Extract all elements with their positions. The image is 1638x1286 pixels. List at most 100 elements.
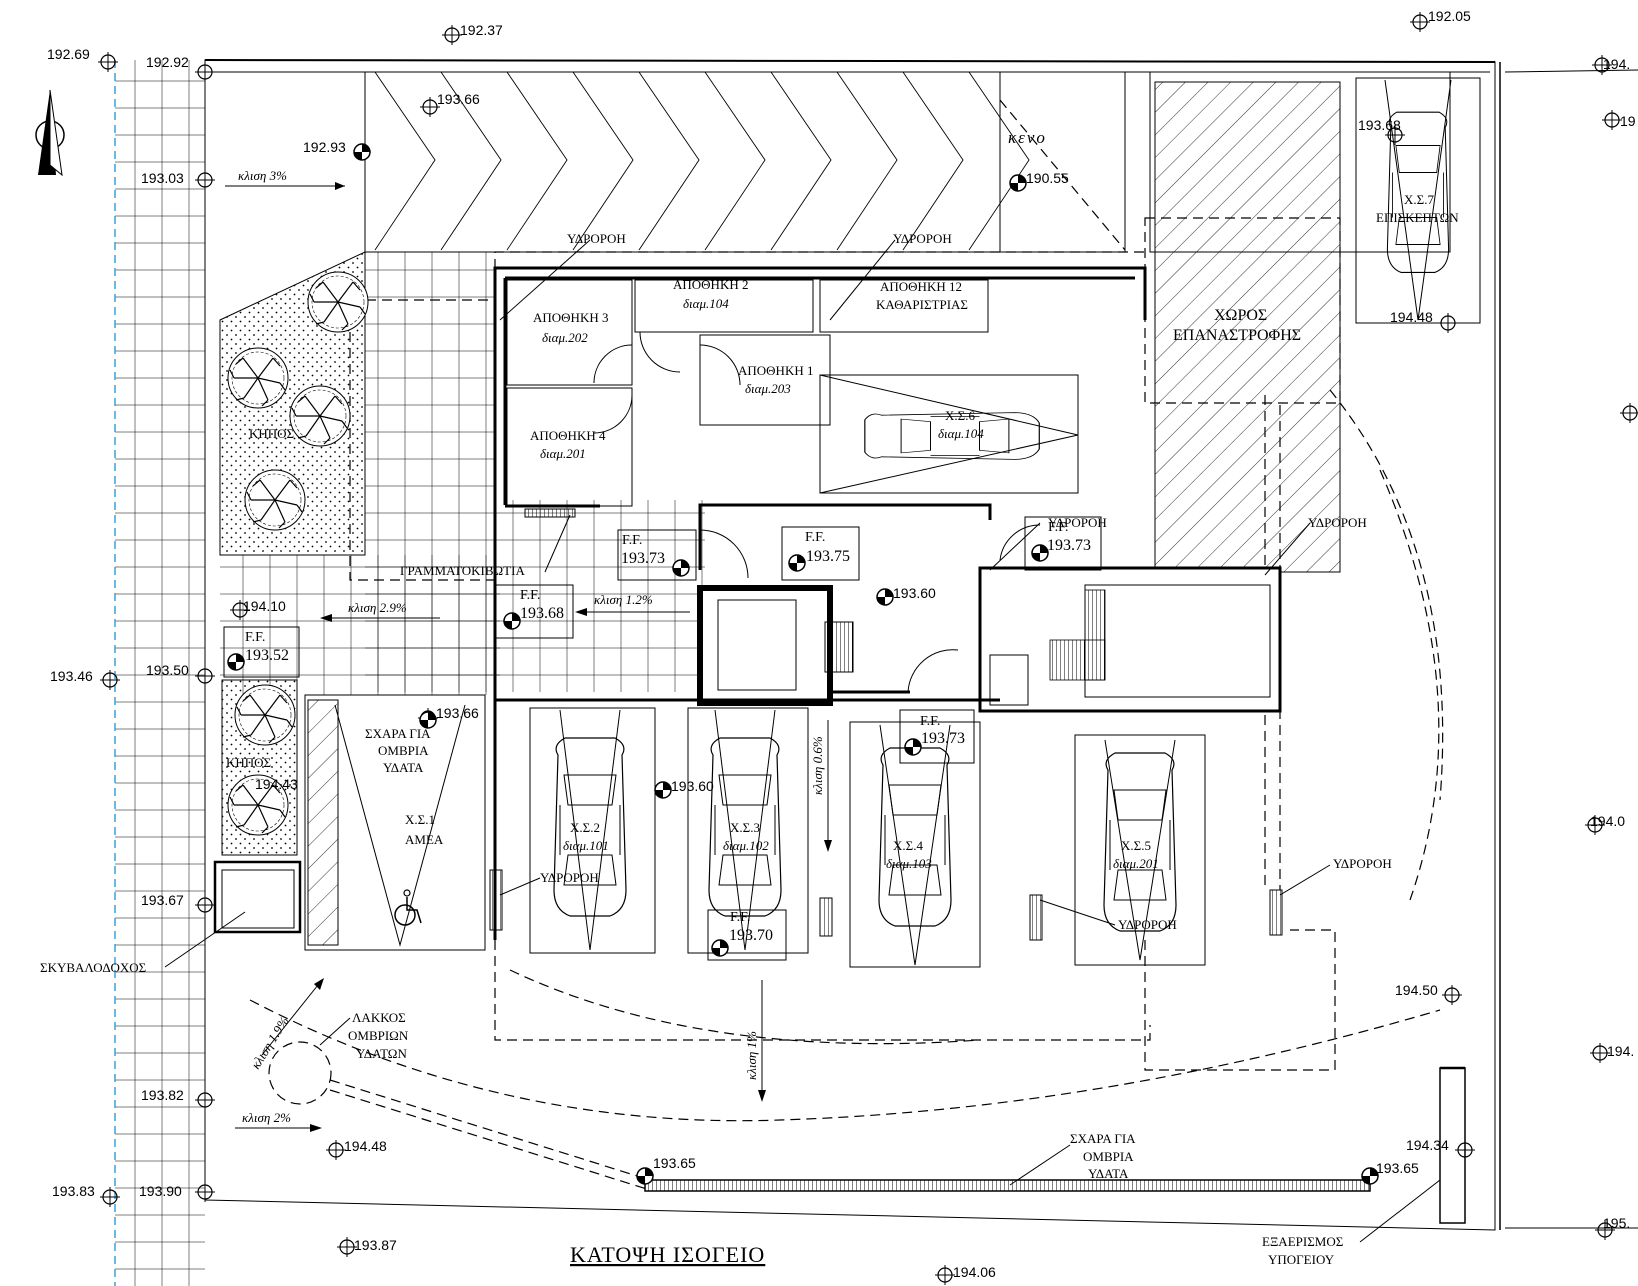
room-turning-sub: ΕΠΑΝΑΣΤΡΟΦΗΣ	[1173, 327, 1301, 344]
ff-value: 193.73	[921, 730, 965, 747]
level-label: 194.50	[1395, 982, 1438, 998]
ff-label: F.F.	[245, 630, 265, 645]
level-label: 193.90	[139, 1183, 182, 1199]
ff-label: F.F.	[920, 714, 940, 729]
room-ps4-sub: διαμ.103	[886, 856, 932, 871]
room-storage3: ΑΠΟΘΗΚΗ 3	[533, 310, 608, 325]
note-mailbox: ΓΡΑΜΜΑΤΟΚΙΒΩΤΙΑ	[400, 563, 525, 578]
level-label: 193.87	[354, 1237, 397, 1253]
room-ps1: Χ.Σ.1	[405, 812, 435, 827]
level-label: 192.05	[1428, 8, 1471, 24]
wheelchair-icon	[394, 889, 422, 926]
room-ps4: Χ.Σ.4	[893, 838, 923, 853]
level-label: 190.55	[1026, 170, 1069, 186]
slope-label: κλιση 1%	[744, 1031, 759, 1080]
level-label: 19	[1620, 113, 1636, 129]
ff-value: 193.52	[245, 647, 289, 664]
page-title: ΚΑΤΟΨΗ ΙΣΟΓΕΙΟ	[570, 1242, 765, 1267]
room-ps6: Χ.Σ.6	[945, 408, 975, 423]
rain-pit	[268, 1041, 332, 1105]
note-drain: ΥΔΡΟΡΟΗ	[893, 231, 952, 246]
ramp-area	[364, 71, 1126, 253]
room-storage1: ΑΠΟΘΗΚΗ 1	[738, 363, 813, 378]
tree	[234, 684, 296, 746]
note-drain: ΥΔΡΟΡΟΗ	[1308, 515, 1367, 530]
storage-block	[493, 266, 1147, 700]
ramp-chevron	[638, 71, 700, 251]
level-label: 194.43	[255, 776, 298, 792]
level-label: 194.	[1603, 56, 1630, 72]
note-drain: ΥΔΡΟΡΟΗ	[1333, 856, 1392, 871]
room-garden2: ΚΗΠΟΣ	[226, 755, 271, 770]
room-storage1-sub: διαμ.203	[745, 381, 791, 396]
level-label: 192.37	[460, 22, 503, 38]
north-arrow-icon	[35, 89, 65, 177]
ramp-chevrons	[374, 71, 1030, 251]
slope-label: κλιση 2%	[242, 1110, 291, 1125]
level-label: 193.65	[653, 1155, 696, 1171]
level-label: 193.65	[1376, 1160, 1419, 1176]
room-storage12: ΑΠΟΘΗΚΗ 12	[880, 279, 962, 294]
room-garden: ΚΗΠΟΣ	[249, 426, 294, 441]
ff-value: 193.75	[806, 548, 850, 565]
slope-label: κλιση 1.2%	[594, 592, 653, 607]
note-grate-2: ΟΜΒΡΙΑ	[378, 743, 429, 758]
slope-label: κλιση 0.6%	[810, 736, 825, 795]
level-label: 194.06	[953, 1264, 996, 1280]
ramp-chevron	[770, 71, 832, 251]
room-ps2: Χ.Σ.2	[570, 820, 600, 835]
level-label: 194.10	[243, 598, 286, 614]
note-bin: ΣΚΥΒΑΛΟΔΟΧΟΣ	[40, 960, 146, 975]
ramp-chevron	[572, 71, 634, 251]
slope-label: κλιση 3%	[238, 168, 287, 183]
rain-grate	[644, 1179, 1371, 1192]
car-ps4	[878, 747, 952, 927]
tree	[289, 385, 351, 447]
room-ps3-sub: διαμ.102	[723, 838, 769, 853]
ff-label: F.F.	[622, 533, 642, 548]
room-storage12-sub: ΚΑΘΑΡΙΣΤΡΙΑΣ	[876, 297, 968, 312]
bin-box	[213, 860, 302, 934]
room-storage2: ΑΠΟΘΗΚΗ 2	[673, 277, 748, 292]
level-label: 193.03	[141, 170, 184, 186]
parking-bays	[304, 694, 1283, 968]
slope-label: κλιση 2.9%	[348, 600, 407, 615]
room-ps7: Χ.Σ.7	[1404, 192, 1434, 207]
level-label: 194.48	[344, 1138, 387, 1154]
note-vent-2: ΥΠΟΓΕΙΟΥ	[1268, 1252, 1335, 1267]
ff-label: F.F.	[805, 530, 825, 545]
room-ps6-sub: διαμ.104	[938, 426, 984, 441]
level-label: 194.	[1607, 1043, 1634, 1059]
level-label: 193.83	[52, 1183, 95, 1199]
level-label: 194.0	[1590, 813, 1625, 829]
note-grate-3: ΥΔΑΤΑ	[383, 760, 424, 775]
ff-label: F.F.	[730, 910, 750, 925]
tree	[307, 271, 369, 333]
level-label: 193.66	[436, 705, 479, 721]
note-drain: ΥΔΡΟΡΟΗ	[540, 870, 599, 885]
note-grate-1: ΣΧΑΡΑ ΓΙΑ	[365, 726, 431, 741]
note-grate-2: ΟΜΒΡΙΑ	[1083, 1149, 1134, 1164]
ramp-chevron	[440, 71, 502, 251]
room-ps3: Χ.Σ.3	[730, 820, 760, 835]
note-grate-1: ΣΧΑΡΑ ΓΙΑ	[1070, 1131, 1136, 1146]
note-vent-1: ΕΞΑΕΡΙΣΜΟΣ	[1262, 1234, 1343, 1249]
level-label: 193.66	[437, 91, 480, 107]
note-pit-3: ΥΔΑΤΩΝ	[356, 1046, 407, 1061]
level-label: 193.60	[893, 585, 936, 601]
ff-label: F.F.	[1048, 520, 1068, 535]
note-drain: ΥΔΡΟΡΟΗ	[1048, 515, 1107, 530]
level-label: 192.69	[47, 46, 90, 62]
level-label: 193.50	[146, 662, 189, 678]
level-label: 195.	[1603, 1215, 1630, 1231]
ff-value: 193.70	[729, 927, 773, 944]
level-label: 194.48	[1390, 309, 1433, 325]
room-storage4: ΑΠΟΘΗΚΗ 4	[530, 428, 606, 443]
ramp-chevron	[968, 71, 1030, 251]
room-ps2-sub: διαμ.101	[563, 838, 609, 853]
level-label: 194.34	[1406, 1137, 1449, 1153]
level-label: 193.60	[671, 778, 714, 794]
room-void: κενο	[1008, 128, 1047, 147]
ramp-chevron	[902, 71, 964, 251]
